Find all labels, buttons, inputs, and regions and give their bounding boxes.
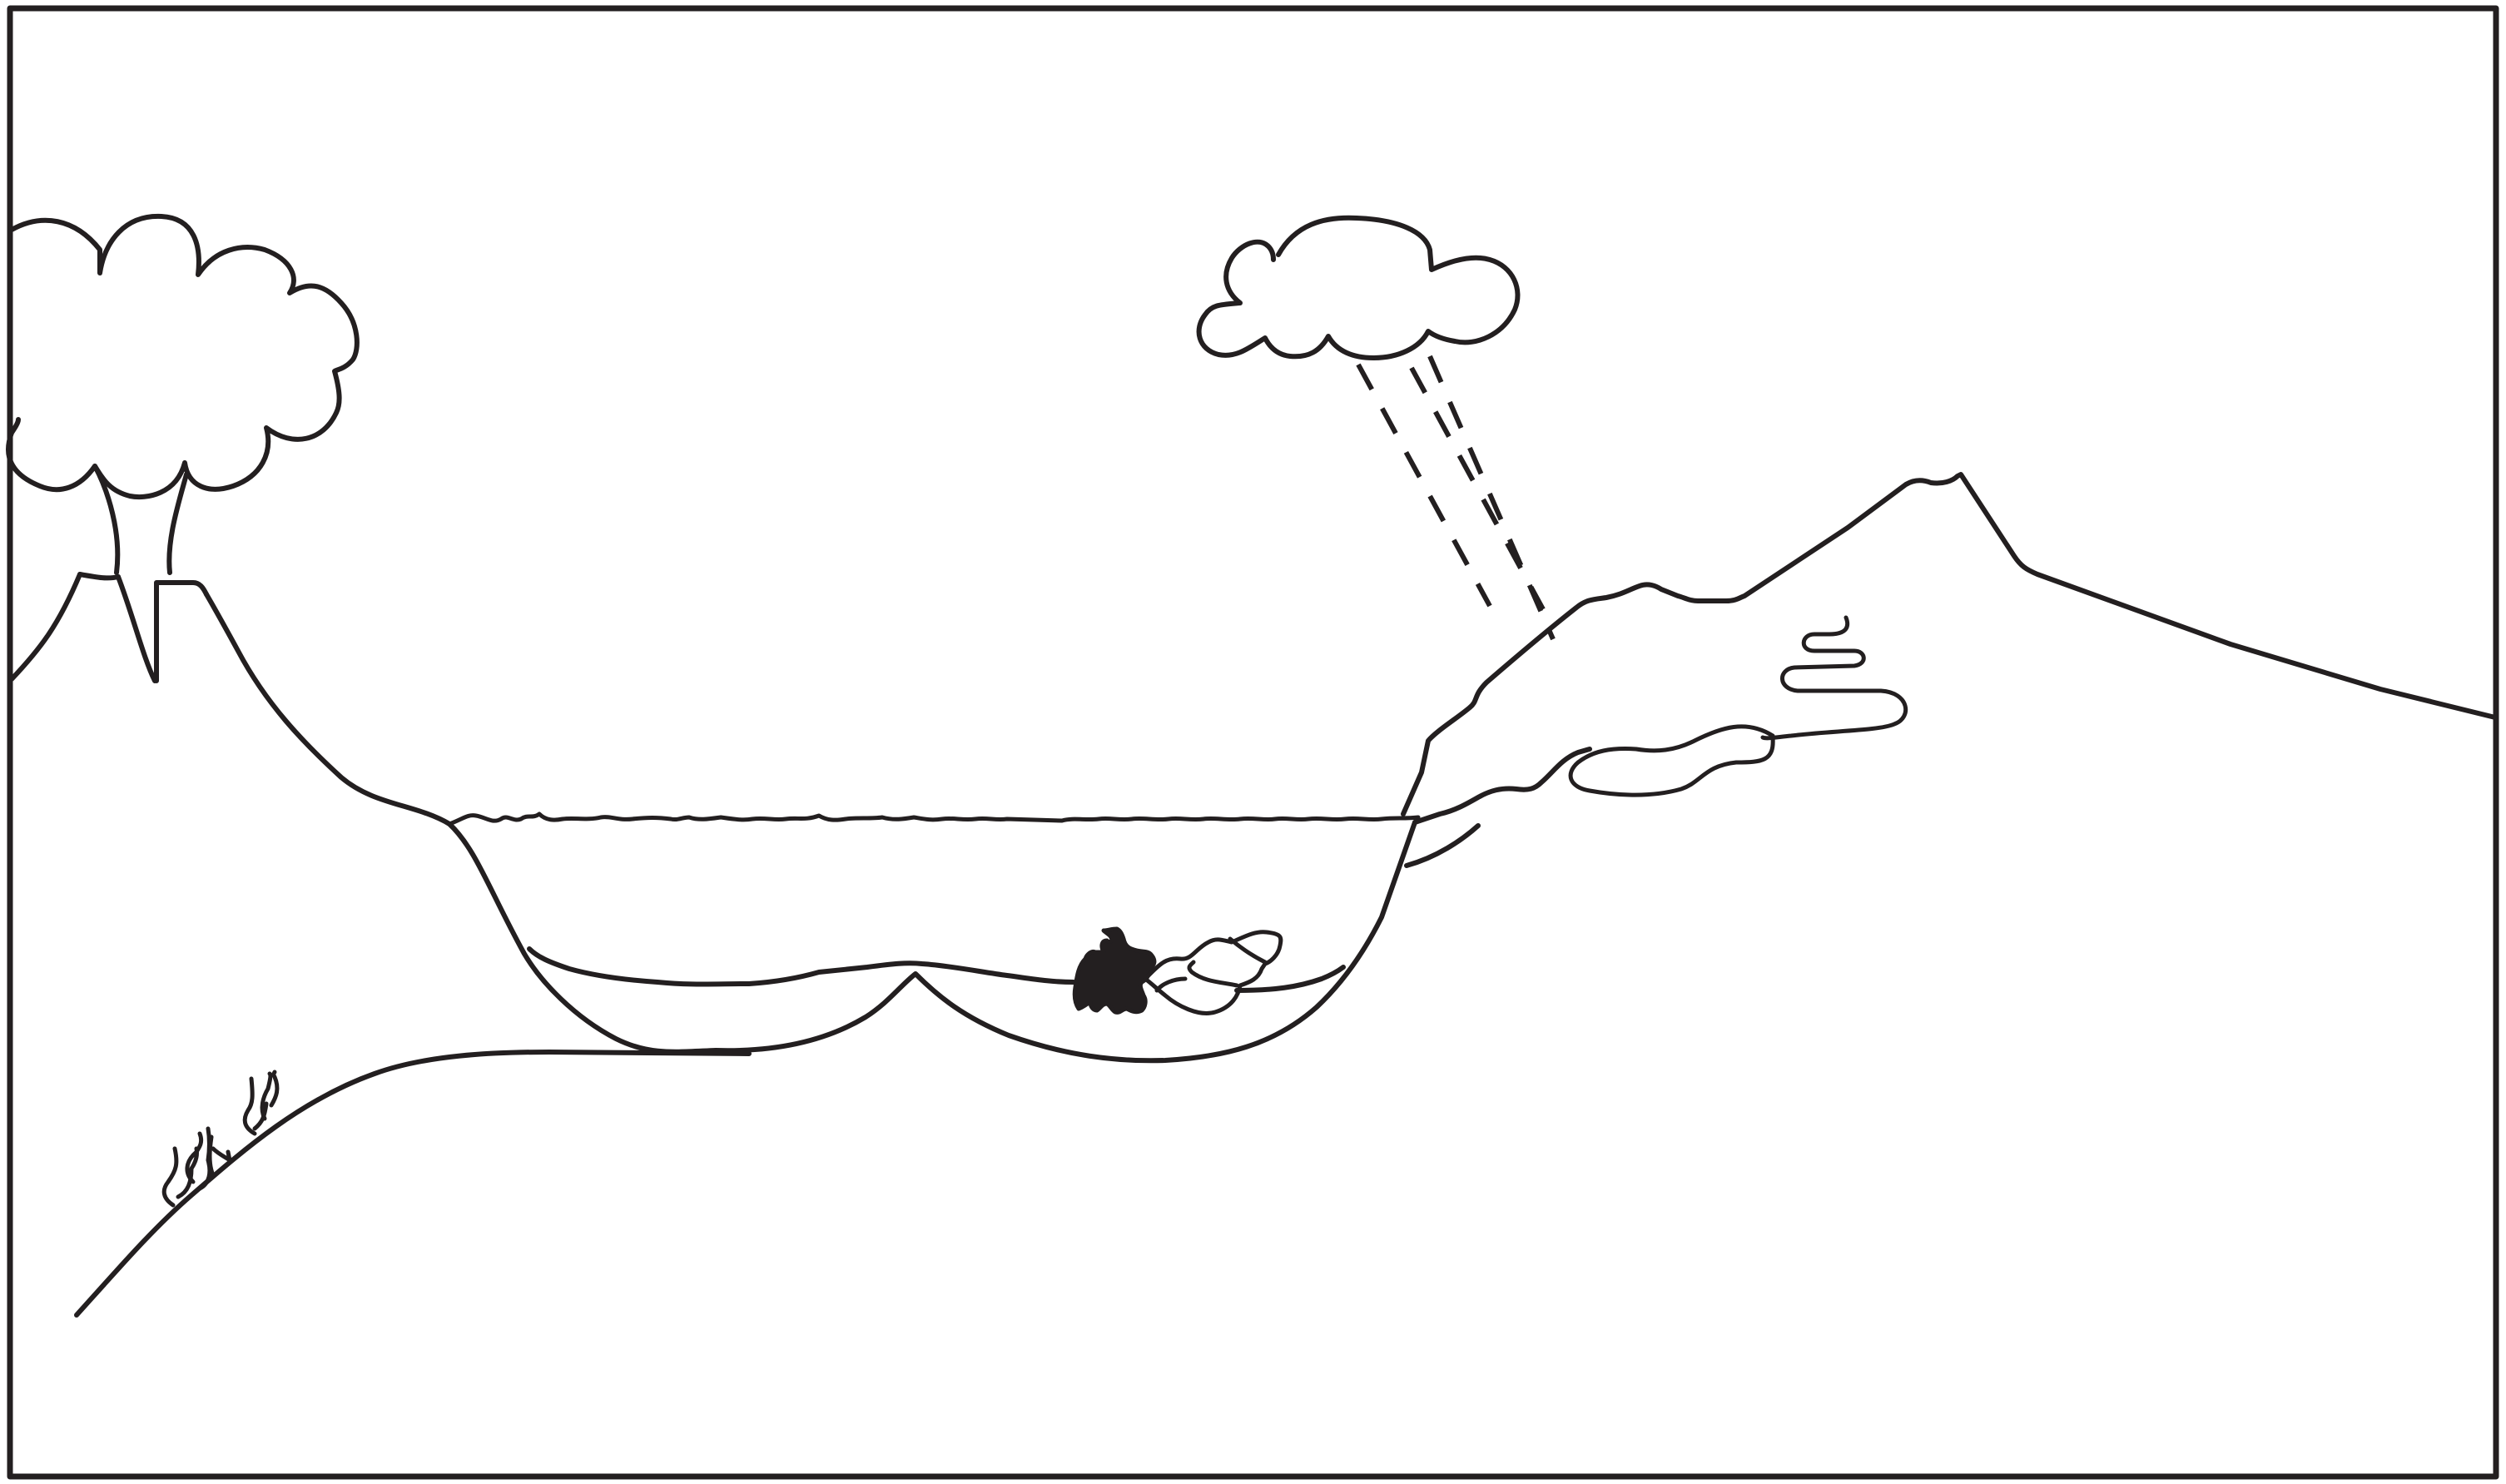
ash-cloud bbox=[8, 216, 357, 573]
rain bbox=[1358, 356, 1553, 639]
glacier bbox=[1571, 618, 1906, 795]
hillside bbox=[77, 1052, 749, 1315]
volcano bbox=[12, 574, 449, 824]
lake bbox=[449, 814, 1418, 1060]
mountain bbox=[1403, 474, 2495, 866]
diagram-frame bbox=[10, 8, 2496, 1477]
rain-cloud bbox=[1199, 218, 1518, 358]
rock-fragment bbox=[1074, 929, 1281, 1013]
